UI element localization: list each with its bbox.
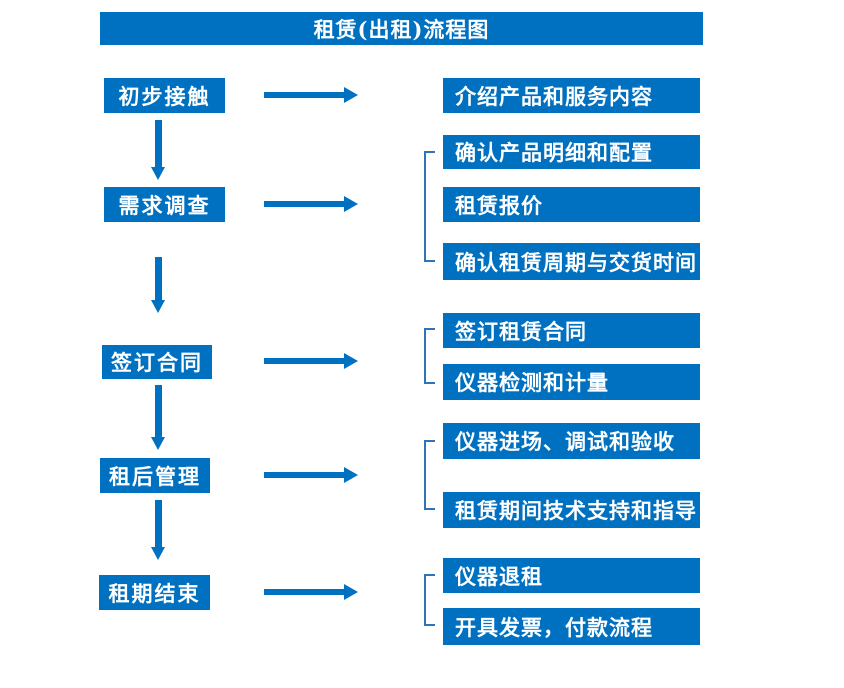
right-arrow-sign-contract — [264, 353, 358, 369]
down-arrow-1 — [151, 120, 165, 180]
detail-box-confirm-rental-period: 确认租赁周期与交货时间 — [443, 243, 700, 280]
down-arrow-3 — [151, 385, 165, 450]
right-arrow-initial-contact — [264, 87, 358, 103]
step-box-demand-survey: 需求调查 — [104, 187, 225, 222]
detail-box-instrument-setup: 仪器进场、调试和验收 — [443, 423, 700, 459]
detail-box-rental-quote: 租赁报价 — [443, 187, 700, 222]
down-arrow-4 — [151, 500, 165, 560]
detail-box-sign-rental-contract: 签订租赁合同 — [443, 313, 700, 348]
step-box-sign-contract: 签订合同 — [102, 345, 212, 379]
flowchart-title: 租赁(出租)流程图 — [100, 12, 703, 45]
right-arrow-post-rental-management — [264, 467, 358, 483]
detail-box-technical-support: 租赁期间技术支持和指导 — [443, 492, 700, 528]
detail-box-instrument-return: 仪器退租 — [443, 558, 700, 593]
step-box-post-rental-management: 租后管理 — [100, 458, 210, 493]
detail-box-introduce-products: 介绍产品和服务内容 — [443, 78, 700, 113]
right-arrow-demand-survey — [264, 196, 358, 212]
bracket-rental-end-details — [424, 574, 435, 626]
detail-box-instrument-inspection: 仪器检测和计量 — [443, 364, 700, 400]
bracket-sign-contract-details — [424, 328, 435, 384]
right-arrow-rental-end — [264, 584, 358, 600]
step-box-rental-end: 租期结束 — [99, 575, 210, 610]
detail-box-invoice-payment: 开具发票，付款流程 — [443, 608, 700, 645]
detail-box-confirm-product-details: 确认产品明细和配置 — [443, 135, 700, 169]
down-arrow-2 — [151, 257, 165, 313]
bracket-post-rental-details — [424, 440, 435, 510]
bracket-demand-survey-details — [424, 151, 435, 262]
step-box-initial-contact: 初步接触 — [104, 78, 225, 113]
